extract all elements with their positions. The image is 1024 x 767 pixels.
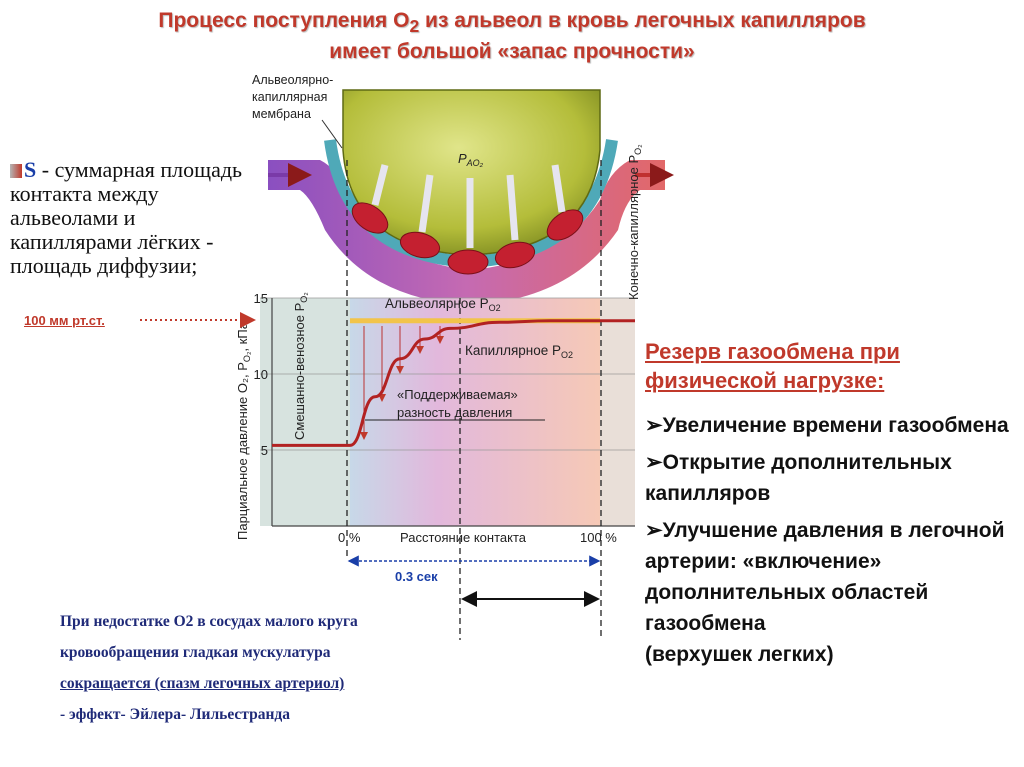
time-label: 0.3 сек <box>395 569 438 584</box>
x-axis-title: Расстояние контакта <box>400 530 527 545</box>
reserve-heading: Резерв газообмена при физической нагрузк… <box>645 339 900 393</box>
pre-contact-region <box>260 298 350 526</box>
membrane-label: Альвеолярно- капиллярная мембрана <box>252 73 333 121</box>
capillary-curve-label: Капиллярное PO2 <box>465 343 573 360</box>
x-end-label: 100 % <box>580 530 617 545</box>
capillary-tube <box>268 160 665 305</box>
euler-liljestrand-note: При недостатке O2 в сосудах малого круга… <box>60 613 358 723</box>
svg-text:разность давления: разность давления <box>397 405 512 420</box>
bullet-square-icon <box>10 164 22 178</box>
check-arrow-icon: ➢ <box>645 519 663 542</box>
chart-grid <box>260 297 635 451</box>
diffusion-area-definition: S - суммарная площадь контакта между аль… <box>10 157 243 278</box>
x-start-label: 0 % <box>338 530 361 545</box>
check-arrow-icon: ➢ <box>645 414 663 437</box>
pressure-100-label: 100 мм рт.ст. <box>24 313 105 328</box>
svg-text:капиллярная: капиллярная <box>252 90 327 104</box>
y-tick-10: 10 <box>254 367 268 382</box>
alveolar-curve-label: Альвеолярное PO2 <box>385 296 501 313</box>
dashed-guides <box>346 160 602 640</box>
red-blood-cells <box>351 202 584 275</box>
mixed-venous-label: Смешанно-венозное PO₂ <box>292 292 309 440</box>
y-tick-15: 15 <box>254 291 268 306</box>
alveolar-pressure-label: PAO₂ <box>458 151 484 168</box>
slide-title: Процесс поступления O2 из альвеол в кров… <box>158 9 866 64</box>
check-arrow-icon: ➢ <box>645 451 663 474</box>
reserve-item-pressure: ➢Улучшение давления в легочной артерии: … <box>645 519 1005 666</box>
end-capillary-label: Конечно-капиллярное PO₂ <box>626 144 643 300</box>
capillary-pressure-curve <box>272 319 635 447</box>
gradient-label: «Поддерживаемая» разность давления <box>397 387 518 420</box>
svg-text:«Поддерживаемая»: «Поддерживаемая» <box>397 387 518 402</box>
post-contact-region <box>600 298 635 526</box>
reserve-list: ➢Увеличение времени газообмена ➢Открытие… <box>645 410 1015 676</box>
diffusion-arrows <box>371 164 566 248</box>
contact-region <box>350 298 600 526</box>
y-tick-5: 5 <box>261 443 268 458</box>
x-axis-labels: 0 % Расстояние контакта 100 % <box>338 530 617 545</box>
svg-text:мембрана: мембрана <box>252 107 311 121</box>
svg-text:Альвеолярно-: Альвеолярно- <box>252 73 333 87</box>
y-tick-labels: 15 10 5 <box>254 291 268 458</box>
reserve-item-capillaries: ➢Открытие дополнительных капилляров <box>645 451 952 505</box>
y-axis-label: Парциальное давление O₂, PO₂, кПа <box>235 321 252 540</box>
reserve-item-time: ➢Увеличение времени газообмена <box>645 414 1009 437</box>
membrane-pointer <box>321 119 343 149</box>
